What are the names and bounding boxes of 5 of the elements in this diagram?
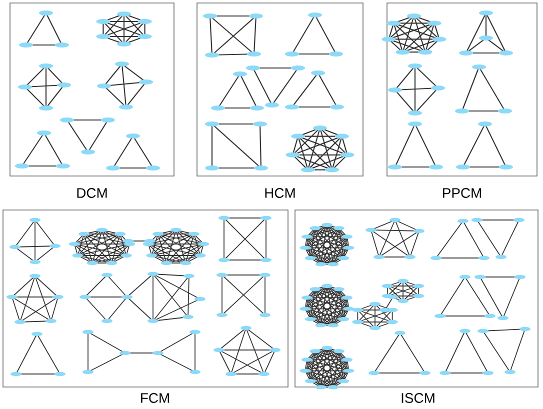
- panel-heading: FCM: [141, 393, 169, 403]
- panel-heading: DCM: [77, 188, 107, 198]
- panel-heading: HCM: [265, 188, 295, 198]
- panel-heading: PPCM: [443, 188, 482, 198]
- panel-heading: ISCM: [402, 393, 434, 403]
